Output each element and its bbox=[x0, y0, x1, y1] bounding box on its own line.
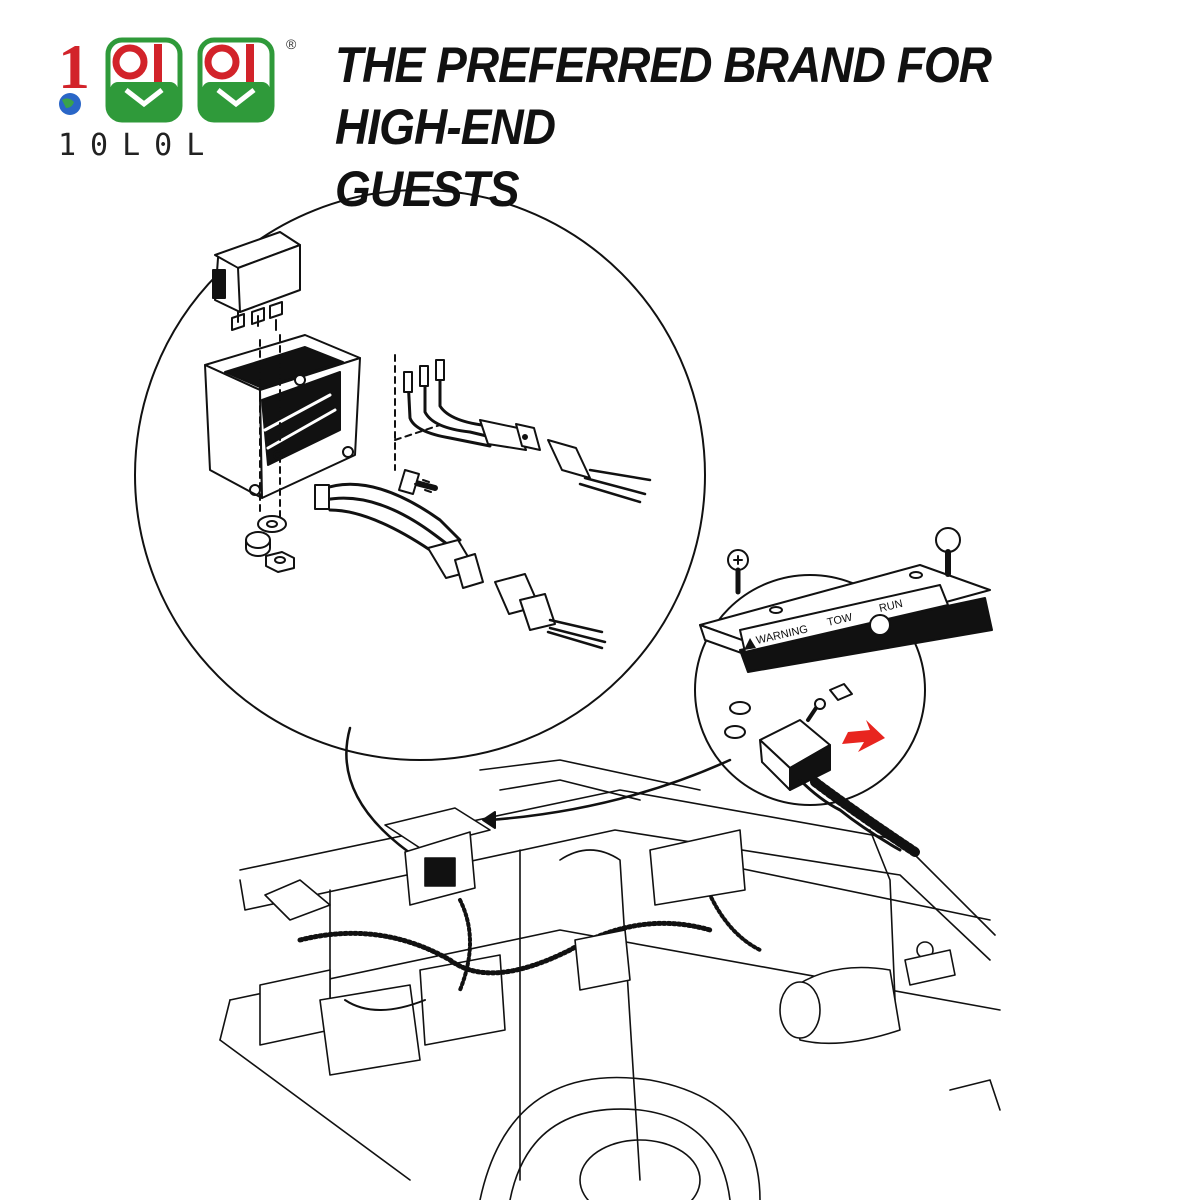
mounting-screw bbox=[398, 469, 438, 495]
decal-tow-text: TOW bbox=[826, 611, 854, 629]
tagline: THE PREFERRED BRAND FOR HIGH-END GUESTS bbox=[335, 34, 1108, 220]
callout-line-left bbox=[345, 726, 422, 862]
warning-decal-plate bbox=[699, 564, 993, 673]
brand-logo: 1 bbox=[58, 31, 275, 123]
callout-arrowhead-right bbox=[482, 811, 496, 829]
detail-circle-toggle bbox=[694, 574, 926, 806]
tagline-line-2: GUESTS bbox=[335, 161, 520, 217]
upper-wire-connector bbox=[394, 354, 652, 504]
warning-triangle-icon bbox=[744, 638, 756, 650]
lower-wire-connector bbox=[314, 482, 607, 650]
callout-line-right bbox=[488, 758, 732, 822]
golf-cart-frame bbox=[219, 759, 1001, 1200]
toggle-switch bbox=[724, 683, 920, 857]
washer-nut-hardware bbox=[245, 515, 295, 573]
brand-name: 10L0L bbox=[58, 128, 219, 163]
tagline-line-1: THE PREFERRED BRAND FOR HIGH-END bbox=[335, 37, 992, 155]
decal-run-text: RUN bbox=[878, 598, 904, 615]
red-pointer-arrow bbox=[842, 720, 885, 752]
decal-screws bbox=[727, 527, 961, 595]
svg-text:1: 1 bbox=[58, 31, 90, 102]
switch-mounting-box bbox=[204, 334, 361, 521]
registered-mark: ® bbox=[286, 36, 297, 52]
rocker-switch bbox=[212, 231, 301, 331]
header: 1 ® 10L0L THE PREFERRED BRAND FOR HIGH-E… bbox=[0, 0, 1200, 217]
detail-circle-switch-box bbox=[134, 189, 706, 761]
